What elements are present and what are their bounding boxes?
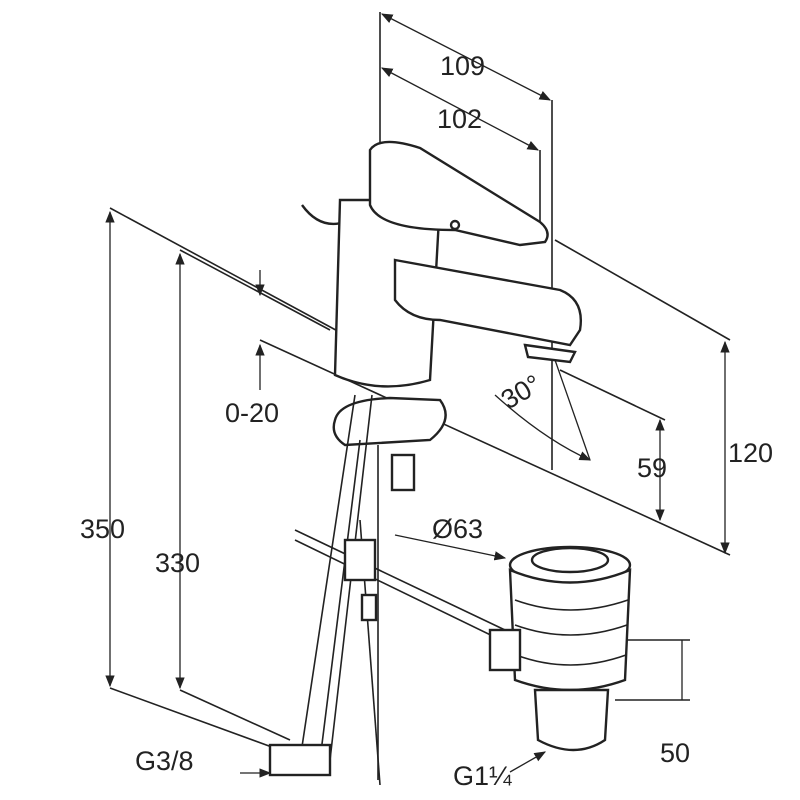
label-330: 330 — [155, 548, 200, 578]
pop-up-waste — [488, 545, 632, 752]
label-g3-8: G3/8 — [135, 746, 194, 776]
label-109: 109 — [440, 51, 485, 81]
label-59: 59 — [637, 453, 667, 483]
label-30-degrees: 30° — [496, 369, 546, 415]
label-diameter-63: Ø63 — [432, 514, 483, 544]
dimension-lines — [105, 13, 730, 778]
label-g1-1-4: G1¼ — [453, 761, 512, 791]
label-350: 350 — [80, 514, 125, 544]
label-102: 102 — [437, 104, 482, 134]
label-50: 50 — [660, 738, 690, 768]
label-0-20: 0-20 — [225, 398, 279, 428]
label-120: 120 — [728, 438, 773, 468]
faucet-body — [268, 140, 582, 780]
